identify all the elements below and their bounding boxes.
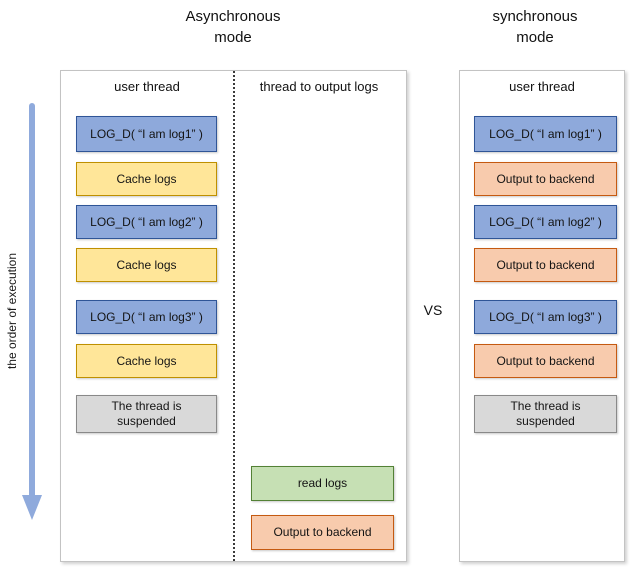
cache-logs-box: Cache logs (76, 162, 217, 196)
read-logs-box: read logs (251, 466, 394, 501)
output-to-backend-box: Output to backend (474, 162, 617, 196)
log-call-box: LOG_D( “I am log1” ) (474, 116, 617, 152)
execution-order-label: the order of execution (5, 252, 19, 370)
execution-order-arrow (22, 103, 42, 520)
sync-mode-panel: user thread LOG_D( “I am log1” ) Output … (459, 70, 625, 562)
log-call-box: LOG_D( “I am log2” ) (474, 205, 617, 239)
log-call-box: LOG_D( “I am log3” ) (474, 300, 617, 334)
cache-logs-box: Cache logs (76, 344, 217, 378)
async-user-thread-header: user thread (114, 79, 180, 94)
async-mode-title: Asynchronous mode (185, 8, 281, 46)
thread-divider-dotted-line (233, 71, 235, 561)
vs-label: VS (423, 302, 443, 318)
async-output-thread-header: thread to output logs (259, 79, 379, 94)
output-to-backend-box: Output to backend (474, 344, 617, 378)
cache-logs-box: Cache logs (76, 248, 217, 282)
sync-mode-title: synchronous mode (492, 8, 578, 46)
output-to-backend-box: Output to backend (251, 515, 394, 550)
sync-user-thread-header: user thread (509, 79, 575, 94)
thread-suspended-box: The thread is suspended (474, 395, 617, 433)
async-mode-panel: user thread thread to output logs LOG_D(… (60, 70, 407, 562)
thread-suspended-box: The thread is suspended (76, 395, 217, 433)
log-call-box: LOG_D( “I am log2” ) (76, 205, 217, 239)
output-to-backend-box: Output to backend (474, 248, 617, 282)
log-call-box: LOG_D( “I am log3” ) (76, 300, 217, 334)
log-call-box: LOG_D( “I am log1” ) (76, 116, 217, 152)
